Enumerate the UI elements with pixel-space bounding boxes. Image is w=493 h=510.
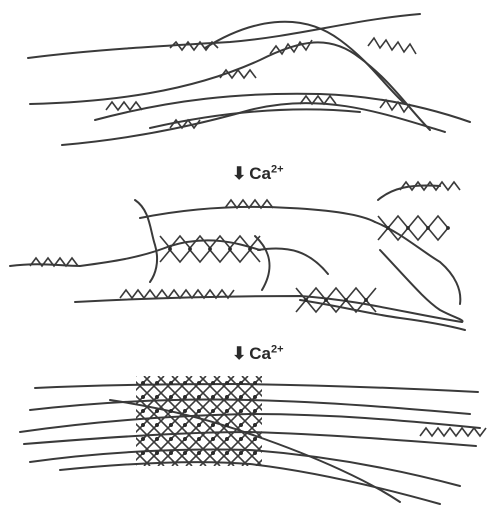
calcium-ion xyxy=(225,381,229,385)
calcium-ion xyxy=(169,451,173,455)
calcium-ion xyxy=(141,381,145,385)
zigzag-segment xyxy=(368,38,416,54)
calcium-ion xyxy=(141,451,145,455)
calcium-ion xyxy=(155,395,159,399)
calcium-ion xyxy=(253,381,257,385)
step-label-2: ⬇Ca2+ xyxy=(232,344,284,364)
calcium-ion xyxy=(239,395,243,399)
calcium-ion xyxy=(324,298,328,302)
step-label-1: ⬇Ca2+ xyxy=(232,164,284,184)
calcium-ion xyxy=(364,298,368,302)
chain-strand xyxy=(30,42,430,130)
calcium-ion xyxy=(208,247,212,251)
panel-free-chains xyxy=(28,14,470,145)
ion-symbol: Ca xyxy=(249,344,271,363)
down-arrow-icon: ⬇ xyxy=(232,344,246,364)
calcium-ion xyxy=(211,451,215,455)
calcium-ion xyxy=(197,381,201,385)
calcium-ion xyxy=(169,409,173,413)
calcium-ion xyxy=(239,381,243,385)
calcium-ion xyxy=(155,381,159,385)
calcium-ion xyxy=(188,247,192,251)
calcium-ion xyxy=(211,423,215,427)
calcium-ion xyxy=(426,226,430,230)
chain-strand xyxy=(380,250,463,322)
calcium-ion xyxy=(304,298,308,302)
calcium-ion xyxy=(225,395,229,399)
egg-box-zigzag xyxy=(296,288,376,300)
calcium-ion xyxy=(197,395,201,399)
calcium-ion xyxy=(155,437,159,441)
calcium-ion xyxy=(169,395,173,399)
chain-strand xyxy=(150,109,360,128)
calcium-ion xyxy=(228,247,232,251)
calcium-ion xyxy=(197,451,201,455)
calcium-ion xyxy=(155,423,159,427)
calcium-ion xyxy=(183,423,187,427)
chain-strand xyxy=(95,94,470,122)
calcium-ion xyxy=(141,395,145,399)
chain-strand xyxy=(205,22,405,104)
calcium-ion xyxy=(169,423,173,427)
chain-strand xyxy=(28,14,420,58)
zigzag-segment xyxy=(106,102,142,110)
calcium-ion xyxy=(446,226,450,230)
calcium-ion xyxy=(239,451,243,455)
calcium-ion xyxy=(211,395,215,399)
calcium-ion xyxy=(183,395,187,399)
chain-strand xyxy=(10,240,260,266)
calcium-ion xyxy=(239,409,243,413)
calcium-ion xyxy=(344,298,348,302)
calcium-ion xyxy=(211,409,215,413)
calcium-ion xyxy=(183,437,187,441)
calcium-ion xyxy=(253,451,257,455)
calcium-ion xyxy=(197,437,201,441)
ion-symbol: Ca xyxy=(249,164,271,183)
calcium-ion xyxy=(253,395,257,399)
chain-strand xyxy=(135,200,157,282)
calcium-ion xyxy=(155,451,159,455)
calcium-ion xyxy=(141,409,145,413)
junction-zone xyxy=(378,216,450,240)
calcium-ion xyxy=(225,437,229,441)
calcium-ion xyxy=(197,423,201,427)
chain-strand xyxy=(140,207,375,222)
ion-charge: 2+ xyxy=(271,343,284,355)
calcium-ion xyxy=(168,247,172,251)
calcium-ion xyxy=(225,451,229,455)
calcium-ion xyxy=(239,437,243,441)
egg-box-zigzag xyxy=(160,250,260,262)
calcium-ion xyxy=(197,409,201,413)
calcium-ion xyxy=(141,423,145,427)
calcium-ion xyxy=(211,437,215,441)
calcium-ion xyxy=(169,437,173,441)
calcium-ion xyxy=(183,381,187,385)
zigzag-segment xyxy=(420,428,486,436)
down-arrow-icon: ⬇ xyxy=(232,164,246,184)
panel-partial-junctions xyxy=(10,182,465,330)
ion-charge: 2+ xyxy=(271,163,284,175)
calcium-ion xyxy=(169,381,173,385)
calcium-ion xyxy=(211,381,215,385)
calcium-ion xyxy=(183,451,187,455)
calcium-ion xyxy=(155,409,159,413)
calcium-ion xyxy=(253,437,257,441)
calcium-ion xyxy=(225,423,229,427)
chain-strand xyxy=(378,186,440,200)
calcium-ion xyxy=(253,423,257,427)
calcium-ion xyxy=(248,247,252,251)
calcium-ion xyxy=(253,409,257,413)
chain-strand xyxy=(255,236,269,290)
calcium-ion xyxy=(141,437,145,441)
chain-strand xyxy=(300,300,465,330)
calcium-ion xyxy=(239,423,243,427)
calcium-ion xyxy=(406,226,410,230)
calcium-ion xyxy=(386,226,390,230)
calcium-ion xyxy=(183,409,187,413)
calcium-ion xyxy=(225,409,229,413)
panel-gel-network xyxy=(20,376,486,504)
